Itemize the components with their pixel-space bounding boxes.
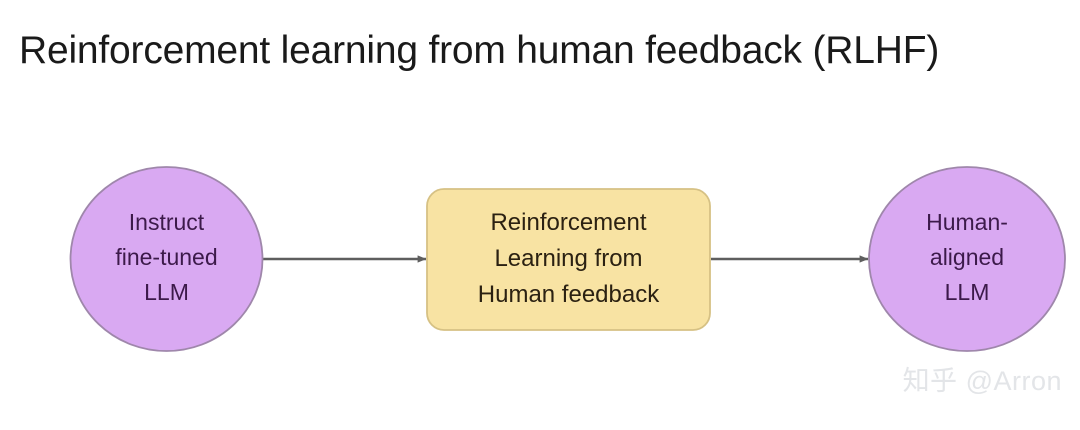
page-title: Reinforcement learning from human feedba… (19, 29, 940, 73)
node-instruct-llm[interactable] (69, 166, 264, 352)
watermark: 知乎 @Arron (902, 366, 1062, 396)
node-rlhf-process[interactable] (426, 188, 711, 331)
node-aligned-llm[interactable] (868, 166, 1066, 352)
